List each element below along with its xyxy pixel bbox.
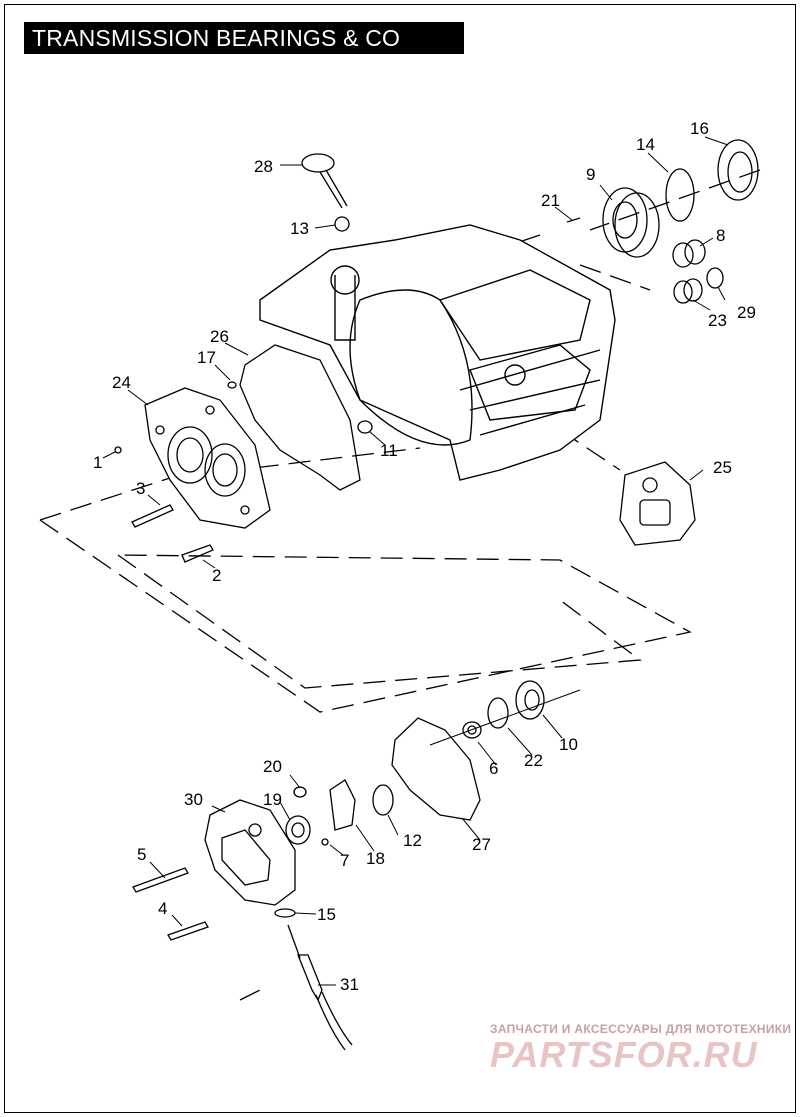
callout-7: 7	[340, 851, 349, 870]
shift-lever-18	[329, 779, 356, 831]
callout-17: 17	[197, 348, 216, 367]
retaining-ring-22	[487, 697, 509, 729]
callout-4: 4	[158, 899, 167, 918]
callout-23: 23	[708, 311, 727, 330]
bearing-9	[602, 187, 660, 258]
callout-29: 29	[737, 303, 756, 322]
callout-9: 9	[586, 165, 595, 184]
callout-10: 10	[559, 735, 578, 754]
callout-28: 28	[254, 157, 273, 176]
diagram-frame	[4, 4, 796, 1113]
callout-30: 30	[184, 790, 203, 809]
leader-lines	[102, 136, 729, 986]
bearing-plate	[144, 387, 271, 529]
callout-6: 6	[489, 759, 498, 778]
pin-1	[114, 446, 122, 454]
ball-7	[321, 838, 329, 846]
callout-labels: 1 2 3 4 5 6 7 8 9 10 11 12 13 14 15 16 1…	[93, 119, 756, 994]
callout-12: 12	[403, 831, 422, 850]
callout-25: 25	[713, 458, 732, 477]
callout-5: 5	[137, 845, 146, 864]
o-ring-15	[274, 908, 296, 918]
bearing-19	[285, 815, 311, 845]
callout-31: 31	[340, 975, 359, 994]
screw-2	[181, 544, 214, 563]
gasket-27	[391, 717, 481, 821]
callout-13: 13	[290, 219, 309, 238]
nut-6	[462, 721, 482, 739]
callout-27: 27	[472, 835, 491, 854]
callout-16: 16	[690, 119, 709, 138]
gasket-25	[619, 461, 696, 546]
retaining-ring-12	[372, 784, 394, 816]
callout-1: 1	[93, 453, 102, 472]
callout-11: 11	[380, 441, 398, 460]
dowel-11	[357, 420, 373, 434]
side-cover	[204, 799, 296, 906]
watermark-logo: PARTSFOR.RU	[490, 1034, 758, 1075]
watermark-tagline: ЗАПЧАСТИ И АКСЕССУАРЫ ДЛЯ МОТОТЕХНИКИ	[490, 1022, 792, 1036]
seal-16	[717, 139, 759, 201]
callout-21: 21	[541, 191, 560, 210]
callout-22: 22	[524, 751, 543, 770]
bearing-10	[515, 680, 545, 720]
callout-3: 3	[136, 479, 145, 498]
callout-8: 8	[716, 226, 725, 245]
callout-2: 2	[212, 566, 221, 585]
callout-15: 15	[317, 905, 336, 924]
transmission-housing	[259, 224, 616, 481]
dowel-17	[227, 381, 237, 389]
callout-19: 19	[263, 790, 282, 809]
fill-plug	[301, 153, 350, 232]
screw-4	[167, 921, 209, 941]
cable-31	[287, 924, 353, 1051]
callout-26: 26	[210, 327, 229, 346]
screw-3	[131, 504, 174, 528]
needle-bearing-8	[672, 239, 706, 268]
gasket-26	[239, 344, 361, 491]
bolt-20	[293, 786, 307, 798]
seal-29	[706, 267, 724, 289]
retaining-ring-14	[665, 168, 695, 222]
bushing-23	[673, 278, 703, 304]
callout-18: 18	[366, 849, 385, 868]
callout-24: 24	[112, 373, 131, 392]
page-title: TRANSMISSION BEARINGS & CO VERS	[24, 22, 464, 83]
callout-20: 20	[263, 757, 282, 776]
dowel-21	[566, 217, 581, 223]
screw-5	[132, 867, 189, 893]
callout-14: 14	[636, 135, 655, 154]
